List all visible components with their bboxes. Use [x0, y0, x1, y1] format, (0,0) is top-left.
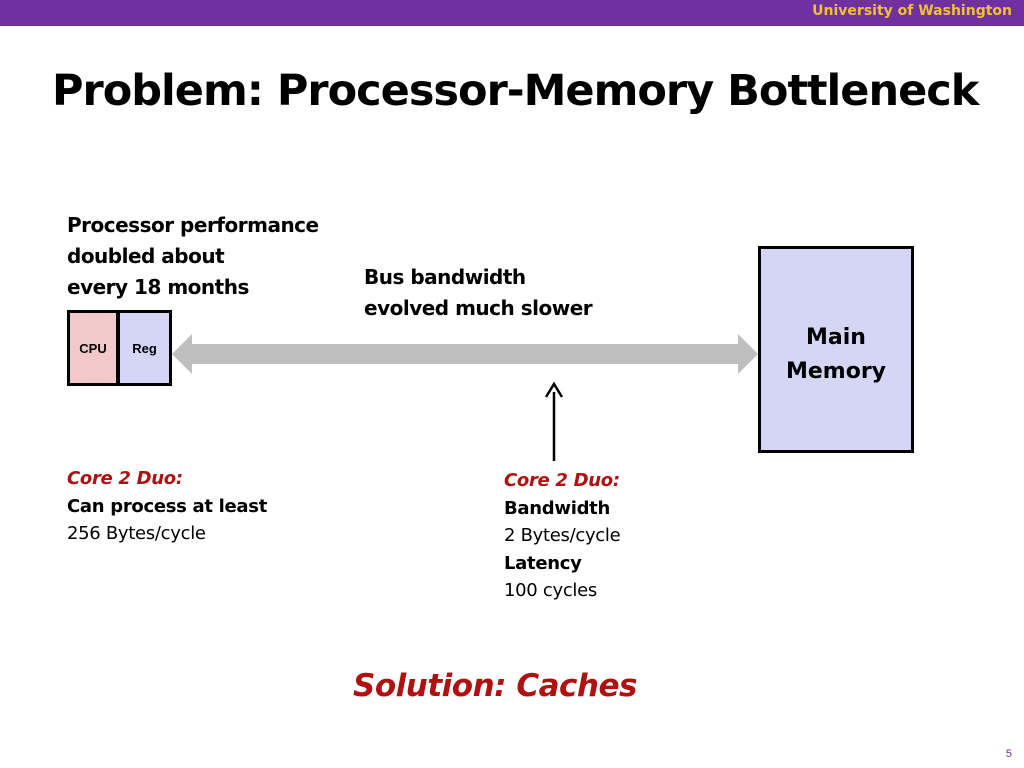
- bus-stats: Core 2 Duo: Bandwidth 2 Bytes/cycle Late…: [504, 467, 621, 605]
- processor-note: Processor performance doubled about ever…: [67, 210, 319, 303]
- header-bar: University of Washington: [0, 0, 1024, 26]
- register-box: Reg: [117, 310, 172, 386]
- cpu-stats-value: 256 Bytes/cycle: [67, 523, 206, 544]
- page-number: 5: [1005, 748, 1012, 760]
- cpu-stats: Core 2 Duo: Can process at least 256 Byt…: [67, 465, 267, 548]
- cpu-label: CPU: [79, 340, 107, 356]
- processor-note-line: Processor performance: [67, 213, 319, 237]
- slide-title: Problem: Processor-Memory Bottleneck: [52, 66, 979, 116]
- bus-note-line: evolved much slower: [364, 296, 593, 320]
- solution-text: Solution: Caches: [353, 668, 637, 704]
- processor-note-line: doubled about: [67, 244, 225, 268]
- bus-stats-heading: Core 2 Duo:: [504, 470, 620, 491]
- cpu-stats-line: Can process at least: [67, 495, 267, 517]
- bandwidth-value: 2 Bytes/cycle: [504, 525, 621, 546]
- memory-label-line: Main: [806, 325, 866, 350]
- latency-label: Latency: [504, 552, 582, 574]
- processor-note-line: every 18 months: [67, 275, 249, 299]
- bandwidth-label: Bandwidth: [504, 497, 610, 519]
- institution-name: University of Washington: [812, 3, 1012, 19]
- memory-label-line: Memory: [785, 359, 887, 384]
- bus-note: Bus bandwidth evolved much slower: [364, 262, 593, 324]
- bus-note-line: Bus bandwidth: [364, 265, 526, 289]
- latency-value: 100 cycles: [504, 580, 597, 601]
- pointer-arrow-head: [544, 381, 564, 398]
- cpu-stats-heading: Core 2 Duo:: [67, 468, 183, 489]
- bus-arrow: [172, 334, 758, 374]
- main-memory-box: Main Memory: [758, 246, 914, 453]
- reg-label: Reg: [132, 340, 157, 356]
